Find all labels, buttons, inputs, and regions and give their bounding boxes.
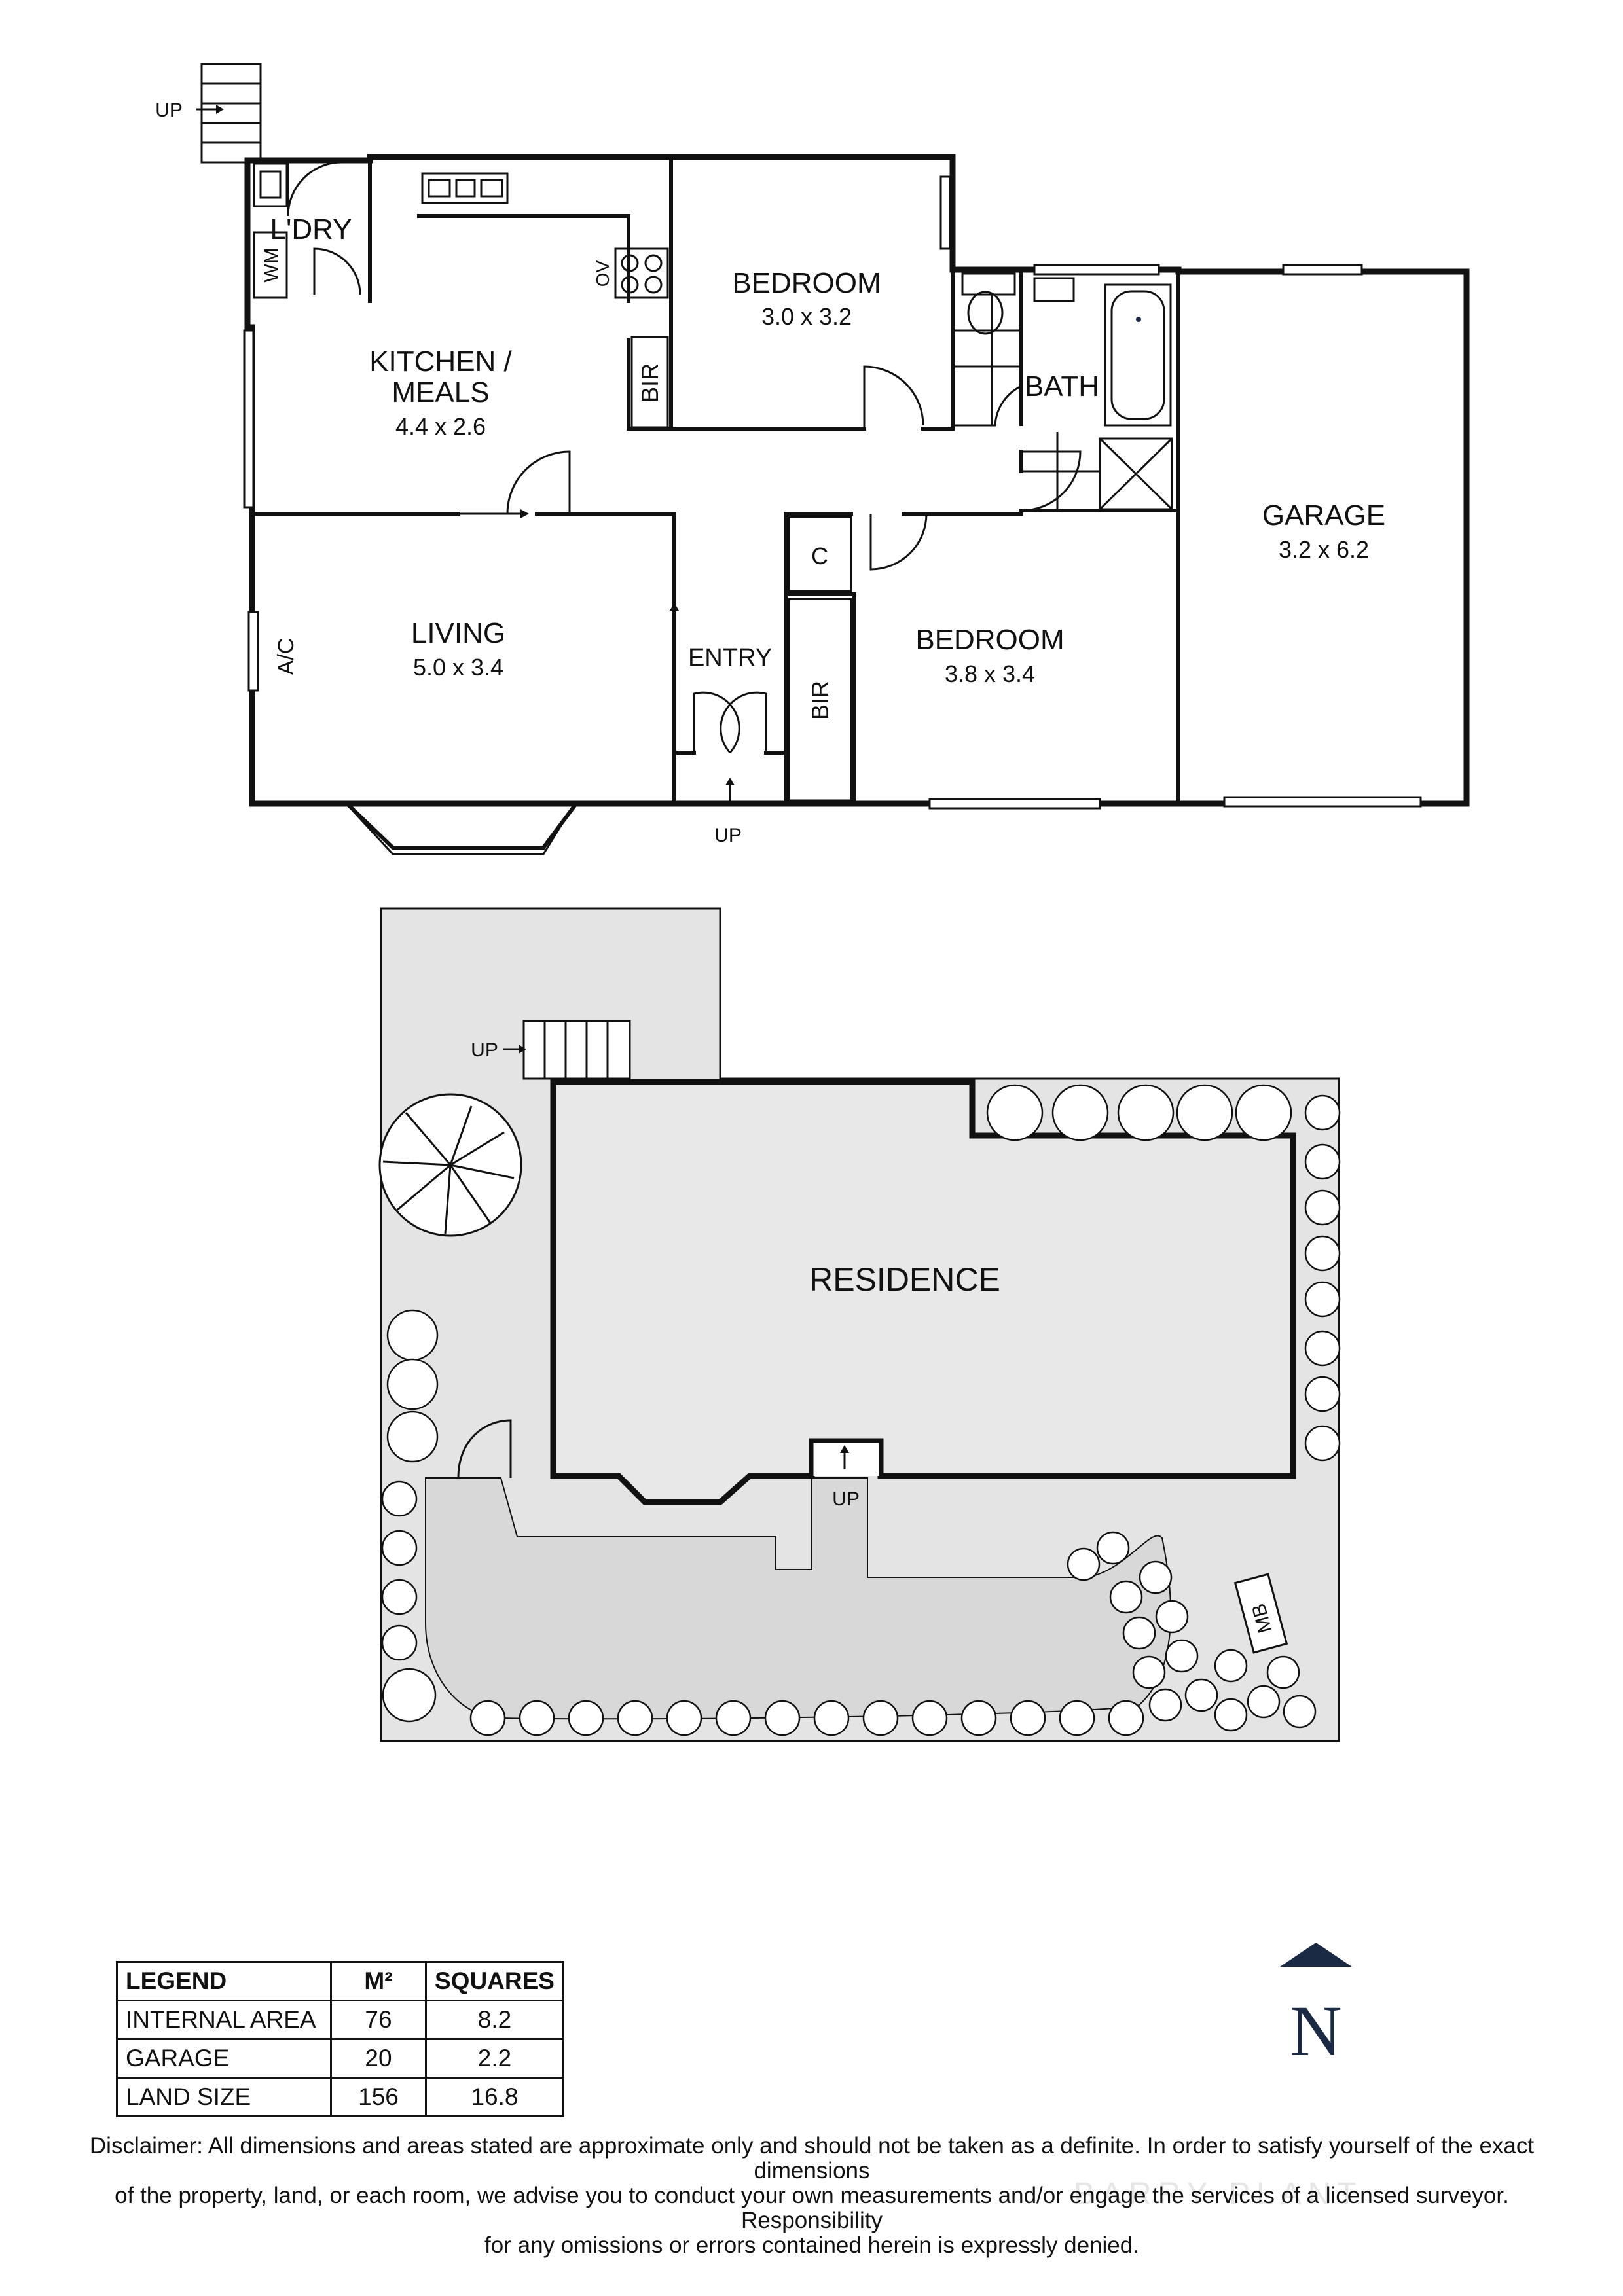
disclaimer-line-3: for any omissions or errors contained he…	[484, 2233, 1139, 2258]
fixtures	[253, 162, 1173, 802]
legend-cell: 76	[330, 2000, 427, 2040]
site-plan: RESIDENCE UP UP	[378, 907, 1341, 1742]
legend-cell: 8.2	[425, 2000, 564, 2040]
floor-plan: BEDROOM 3.0 x 3.2 KITCHEN / MEALS 4.4 x …	[155, 63, 1470, 855]
disclaimer-line-2: of the property, land, or each room, we …	[115, 2183, 1509, 2233]
legend-header-m2: M²	[330, 1961, 427, 2001]
large-tree	[378, 1093, 522, 1237]
bedroom2-name: BEDROOM	[915, 624, 1064, 656]
legend-cell: LAND SIZE	[116, 2077, 332, 2117]
rear-stairs	[200, 63, 262, 164]
site-rear-stairs	[522, 1020, 631, 1080]
air-conditioner-label: A/C	[274, 638, 299, 675]
disclaimer-line-1: Disclaimer: All dimensions and areas sta…	[89, 2133, 1535, 2183]
garage-dims: 3.2 x 6.2	[1279, 536, 1369, 563]
bedroom1-name: BEDROOM	[732, 267, 881, 299]
table-row: LAND SIZE 156 16.8	[116, 2077, 564, 2117]
interior-walls	[250, 158, 1180, 850]
kitchen-name-line1: KITCHEN /	[369, 346, 512, 378]
up-arrowhead	[216, 105, 224, 114]
bath-label: BATH	[1025, 370, 1099, 403]
living-name: LIVING	[411, 617, 505, 649]
legend-header-legend: LEGEND	[116, 1961, 332, 2001]
entry-up-label: UP	[714, 825, 742, 846]
legend-cell: 20	[330, 2038, 427, 2079]
living-arrowhead	[520, 509, 529, 518]
site-stairs-up-label: UP	[471, 1039, 498, 1061]
shrubs	[381, 1084, 1341, 1736]
porch-up-label: UP	[832, 1488, 860, 1510]
doors	[287, 161, 1082, 754]
bath-drain	[1136, 317, 1141, 322]
front-porch	[810, 1439, 883, 1476]
site-up-arrowhead	[519, 1045, 526, 1054]
cupboard-label: C	[811, 543, 828, 569]
hall-arrowhead	[670, 603, 679, 611]
legend-header-squares: SQUARES	[425, 1961, 564, 2001]
mailbox: MB	[1233, 1573, 1288, 1654]
stairs-up-label: UP	[155, 99, 183, 121]
porch-up-arrowhead	[840, 1445, 849, 1453]
gate-arc	[457, 1419, 512, 1479]
brand-watermark: BARRY PLANT	[1074, 2177, 1363, 2212]
residence-label: RESIDENCE	[809, 1261, 1000, 1298]
legend-cell: INTERNAL AREA	[116, 2000, 332, 2040]
washing-machine-label: WM	[261, 247, 282, 282]
kitchen-name-line2: MEALS	[392, 376, 489, 408]
windows	[243, 175, 1422, 855]
outer-walls	[244, 154, 1470, 807]
legend-cell: 16.8	[425, 2077, 564, 2117]
legend-cell: 2.2	[425, 2038, 564, 2079]
legend-cell: GARAGE	[116, 2038, 332, 2079]
garage-name: GARAGE	[1262, 499, 1385, 531]
bedroom1-dims: 3.0 x 3.2	[761, 303, 852, 330]
bir-label-bedroom: BIR	[807, 681, 833, 720]
north-label: N	[1290, 1991, 1342, 2071]
north-arrow-icon	[1280, 1943, 1352, 1967]
living-dims: 5.0 x 3.4	[413, 654, 503, 681]
table-row: GARAGE 20 2.2	[116, 2038, 564, 2079]
disclaimer: Disclaimer: All dimensions and areas sta…	[72, 2134, 1552, 2258]
laundry-label: L'DRY	[270, 213, 352, 245]
entry-label: ENTRY	[688, 644, 772, 672]
legend-cell: 156	[330, 2077, 427, 2117]
entry-up-arrowhead	[725, 778, 735, 785]
bedroom2-dims: 3.8 x 3.4	[945, 660, 1035, 687]
oven-label: OV	[593, 260, 613, 287]
bir-label-kitchen: BIR	[636, 363, 663, 403]
kitchen-dims: 4.4 x 2.6	[395, 413, 486, 440]
legend-header-row: LEGEND M² SQUARES	[116, 1961, 564, 2001]
area-legend-table: LEGEND M² SQUARES INTERNAL AREA 76 8.2 G…	[116, 1961, 564, 2117]
table-row: INTERNAL AREA 76 8.2	[116, 2000, 564, 2040]
